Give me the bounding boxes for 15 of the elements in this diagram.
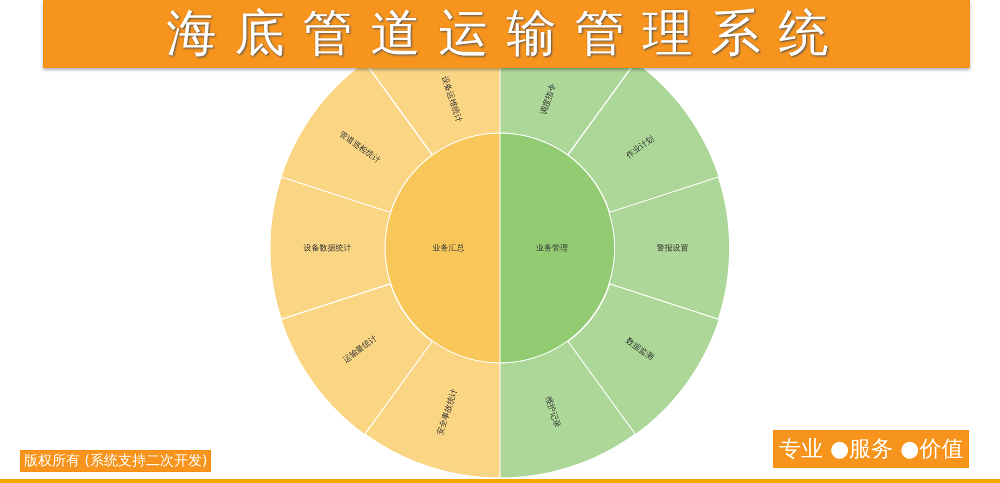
segment-label: 维护记录 [543,395,564,429]
title: 海底管道运输管理系统 [166,3,848,64]
segment-label: 作业计划 [623,132,656,160]
slogan: 专业 ●服务 ●价值 [773,430,970,468]
segment-label: 警报设置 [656,242,688,254]
segment-label: 调度指令 [538,82,558,116]
segment-label: 设备数据统计 [304,242,352,254]
copyright-note: 版权所有 (系统支持二次开发) [20,450,212,472]
segment-label: 设备运维统计 [439,74,464,124]
segment-label: 业务汇总 [432,242,464,254]
segment-label: 运输量统计 [341,333,380,366]
segment-label: 安全事故统计 [434,388,460,437]
segment-label: 管道巡检统计 [338,128,384,166]
segment-label: 数据监测 [623,336,656,364]
segment-label: 业务管理 [536,242,568,254]
